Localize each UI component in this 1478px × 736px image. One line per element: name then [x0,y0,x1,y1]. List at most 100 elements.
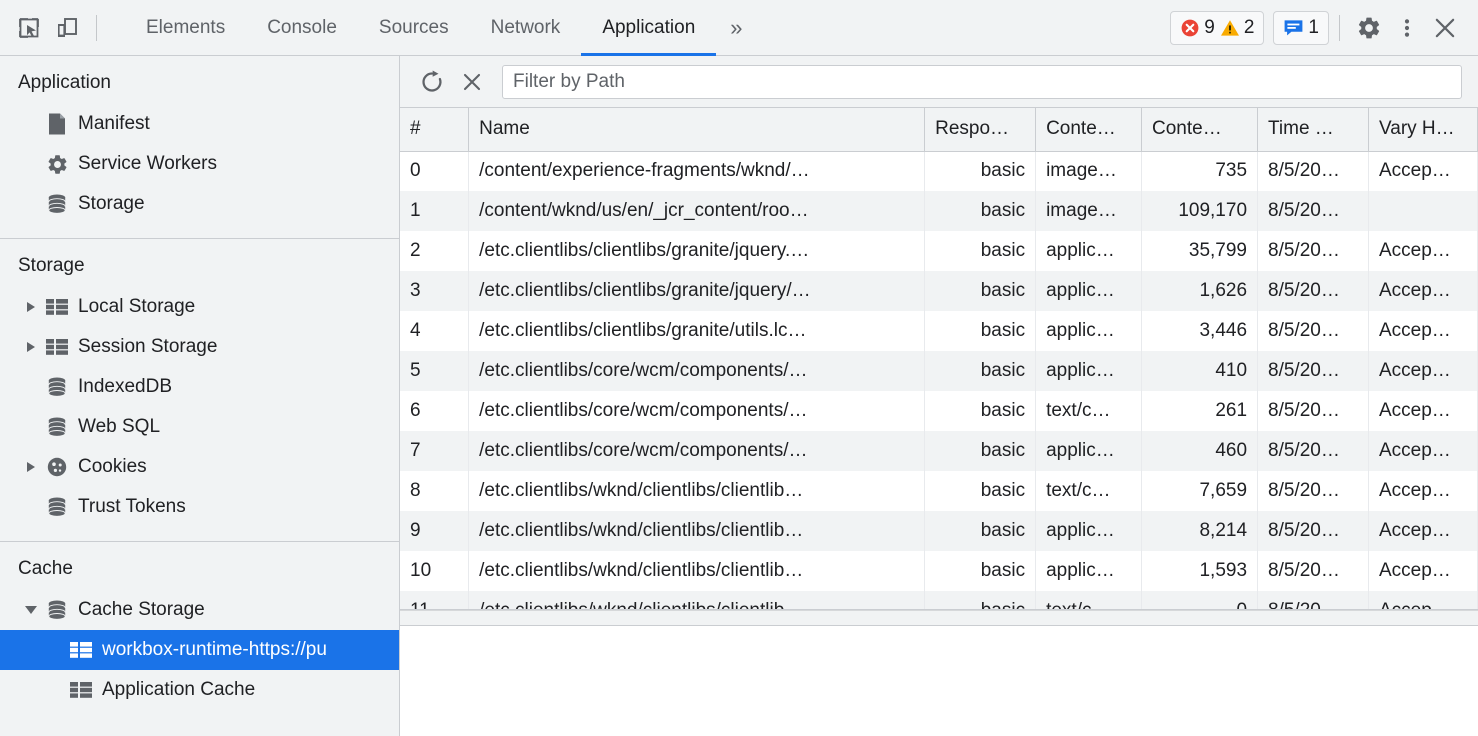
cell-response-type: basic [924,231,1037,271]
sidebar-item-web-sql[interactable]: Web SQL [0,407,399,447]
table-row[interactable]: 1/content/wknd/us/en/_jcr_content/roo…ba… [400,191,1478,231]
sidebar-item-label: Manifest [78,113,150,134]
cache-entries-grid[interactable]: # Name Respo… Conte… Conte… Time … Vary … [400,108,1478,610]
table-row[interactable]: 11/etc.clientlibs/wknd/clientlibs/client… [400,591,1478,609]
cell-content-type: text/c… [1035,591,1142,609]
tab-console[interactable]: Console [267,16,337,38]
refresh-button[interactable] [412,62,452,102]
warning-counter[interactable]: 2 [1220,16,1255,39]
sidebar-item-storage[interactable]: Storage [0,184,399,224]
cell-vary-header: Accep… [1368,511,1478,551]
sidebar-item-application-cache[interactable]: Application Cache [0,670,399,710]
sidebar-item-session-storage[interactable]: Session Storage [0,327,399,367]
filter-by-path-input[interactable] [502,64,1462,99]
table-grid-icon [42,339,72,355]
more-options-button[interactable] [1388,9,1426,47]
section-title-application: Application [18,72,111,93]
warning-count: 2 [1243,16,1255,38]
message-counter[interactable]: 1 [1283,17,1319,39]
column-header-vary-header[interactable]: Vary H… [1368,108,1478,152]
column-header-content-type[interactable]: Conte… [1035,108,1142,152]
sidebar-item-indexeddb[interactable]: IndexedDB [0,367,399,407]
cell-index: 11 [400,591,470,609]
table-row[interactable]: 3/etc.clientlibs/clientlibs/granite/jque… [400,271,1478,311]
sidebar-item-cookies[interactable]: Cookies [0,447,399,487]
cell-name: /etc.clientlibs/wknd/clientlibs/clientli… [468,471,926,511]
settings-button[interactable] [1350,9,1388,47]
close-devtools-button[interactable] [1426,9,1464,47]
table-row[interactable]: 7/etc.clientlibs/core/wcm/components/…ba… [400,431,1478,471]
cell-response-type: basic [924,391,1037,431]
cache-entry-preview-pane [400,626,1478,736]
column-header-response-type[interactable]: Respo… [924,108,1037,152]
cell-vary-header: Accep… [1368,351,1478,391]
horizontal-scrollbar[interactable] [400,610,1478,626]
chevron-down-icon[interactable] [20,606,42,614]
column-header-time-cached[interactable]: Time … [1257,108,1369,152]
cell-response-type: basic [924,351,1037,391]
cell-name: /etc.clientlibs/wknd/clientlibs/clientli… [468,591,926,609]
issues-counter-group[interactable]: 9 2 [1170,10,1265,45]
delete-cache-button[interactable] [452,62,492,102]
cell-content-length: 735 [1141,151,1259,191]
table-grid-icon [66,642,96,658]
cell-time-cached: 8/5/20… [1257,271,1369,311]
sidebar-item-label: Trust Tokens [78,496,186,517]
column-header-index[interactable]: # [400,108,470,152]
tab-elements[interactable]: Elements [146,16,226,38]
more-tabs-button[interactable]: » [730,14,743,40]
cell-content-length: 8,214 [1141,511,1259,551]
application-sidebar[interactable]: Application Manifest Service Workers [0,56,400,736]
refresh-icon [422,70,442,92]
error-counter[interactable]: 9 [1180,17,1215,39]
cell-response-type: basic [924,431,1037,471]
chevron-right-icon[interactable] [20,302,42,312]
sidebar-item-label: Local Storage [78,296,196,317]
cell-response-type: basic [924,471,1037,511]
tab-sources[interactable]: Sources [378,16,449,38]
sidebar-item-service-workers[interactable]: Service Workers [0,144,399,184]
table-row[interactable]: 9/etc.clientlibs/wknd/clientlibs/clientl… [400,511,1478,551]
cell-content-type: applic… [1035,311,1142,351]
cell-name: /etc.clientlibs/wknd/clientlibs/clientli… [468,551,926,591]
cell-index: 2 [400,231,470,271]
cell-vary-header [1368,191,1478,231]
chevron-right-icon[interactable] [20,462,42,472]
delete-x-icon [463,73,481,90]
toolbar-divider-right [1339,14,1340,41]
cell-vary-header: Accep… [1368,591,1478,609]
table-row[interactable]: 4/etc.clientlibs/clientlibs/granite/util… [400,311,1478,351]
cell-content-length: 35,799 [1141,231,1259,271]
tab-network[interactable]: Network [490,16,561,38]
message-icon [1285,19,1303,35]
sidebar-item-trust-tokens[interactable]: Trust Tokens [0,487,399,527]
chevron-right-icon[interactable] [20,342,42,352]
table-grid-icon [66,682,96,698]
table-row[interactable]: 10/etc.clientlibs/wknd/clientlibs/client… [400,551,1478,591]
cookie-icon [42,456,72,478]
column-header-content-length[interactable]: Conte… [1141,108,1259,152]
sidebar-item-workbox-runtime-cache[interactable]: workbox-runtime-https://pu [0,630,399,670]
table-row[interactable]: 6/etc.clientlibs/core/wcm/components/…ba… [400,391,1478,431]
cell-index: 7 [400,431,470,471]
sidebar-item-label: Storage [78,193,145,214]
column-header-name[interactable]: Name [468,108,926,152]
tab-application[interactable]: Application [581,0,717,56]
sidebar-item-cache-storage[interactable]: Cache Storage [0,590,399,630]
issues-message-group[interactable]: 1 [1273,10,1329,45]
sidebar-item-local-storage[interactable]: Local Storage [0,287,399,327]
gear-icon [42,153,72,176]
cell-content-type: text/c… [1035,471,1142,511]
table-row[interactable]: 2/etc.clientlibs/clientlibs/granite/jque… [400,231,1478,271]
cell-content-type: applic… [1035,431,1142,471]
table-row[interactable]: 0/content/experience-fragments/wknd/…bas… [400,151,1478,191]
sidebar-item-manifest[interactable]: Manifest [0,104,399,144]
table-row[interactable]: 8/etc.clientlibs/wknd/clientlibs/clientl… [400,471,1478,511]
inspect-element-button[interactable] [10,9,48,47]
cell-index: 8 [400,471,470,511]
cell-content-type: applic… [1035,511,1142,551]
device-toolbar-button[interactable] [48,9,86,47]
toolbar-right-group: 9 2 1 [1170,9,1464,47]
table-body: 0/content/experience-fragments/wknd/…bas… [400,151,1478,609]
table-row[interactable]: 5/etc.clientlibs/core/wcm/components/…ba… [400,351,1478,391]
